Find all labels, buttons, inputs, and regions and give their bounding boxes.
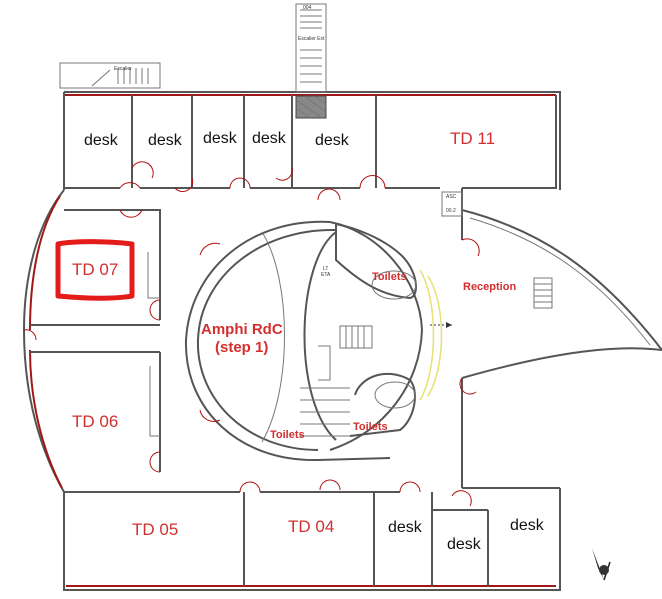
room-label-desk-4: desk [252,130,287,147]
room-label-desk-8: desk [510,517,545,534]
right-rooms: ASC 00.2 [441,188,553,488]
room-label-desk-3: desk [203,130,238,147]
room-label-desk-5: desk [315,132,350,149]
eta-text: ETA [321,272,331,278]
room-label-td05: TD 05 [132,520,178,539]
room-label-toilets-bottom-right: Toilets [353,421,388,433]
exit-stair-top: 004 Escalier Ext [295,3,327,93]
lt-text: LT [323,266,328,272]
north-arrow-icon [592,548,611,581]
room-code-text: 00.2 [446,208,456,214]
top-rooms [64,95,440,189]
left-rooms [30,209,240,493]
amphitheater: LT ETA [184,220,452,462]
room-label-desk-2: desk [148,132,183,149]
stair-left-text: Escalier [114,66,132,72]
exit-code-text: 004 [303,5,312,11]
exit-label-text: Escalier Ext [298,36,325,42]
exit-stair-left: Escalier [59,62,161,89]
bottom-rooms [243,491,489,586]
room-label-desk-7: desk [447,536,482,553]
room-label-td06: TD 06 [72,412,118,431]
asc-text: ASC [446,194,457,200]
room-label-amphi: Amphi RdC [201,321,283,338]
room-label-reception: Reception [463,281,516,293]
room-label-td11: TD 11 [450,129,495,148]
room-label-desk-1: desk [84,132,119,149]
room-label-toilets-bottom-left: Toilets [270,429,305,441]
room-label-toilets-top: Toilets [372,271,407,283]
room-label-td04: TD 04 [288,517,334,536]
doors [23,161,480,507]
room-label-desk-6: desk [388,519,423,536]
td07-highlight [55,239,135,301]
room-label-td07: TD 07 [72,260,118,279]
room-label-amphi-step: (step 1) [215,339,268,356]
outer-walls [22,91,662,591]
